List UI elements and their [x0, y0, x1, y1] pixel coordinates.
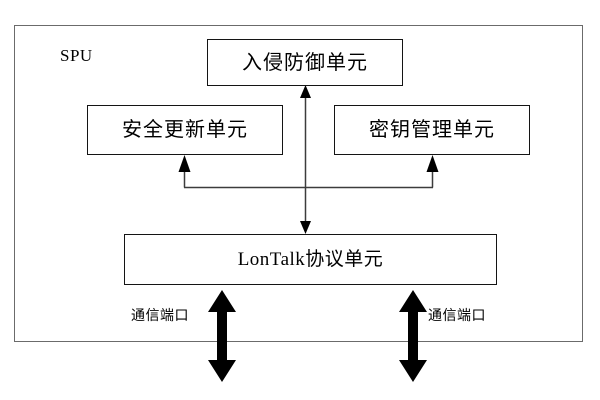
key-management-unit-box[interactable]: 密钥管理单元 [334, 105, 530, 155]
intrusion-prevention-unit-label: 入侵防御单元 [242, 51, 368, 74]
communication-port-right-label: 通信端口 [428, 309, 486, 324]
lontalk-protocol-unit-label: LonTalk协议单元 [237, 249, 384, 270]
lontalk-protocol-unit-box[interactable]: LonTalk协议单元 [124, 234, 497, 285]
security-update-unit-label: 安全更新单元 [122, 119, 248, 141]
spu-container-label: SPU [60, 46, 93, 65]
spu-container-frame [14, 25, 583, 342]
key-management-unit-label: 密钥管理单元 [369, 119, 495, 141]
intrusion-prevention-unit-box[interactable]: 入侵防御单元 [207, 39, 403, 86]
communication-port-left-label: 通信端口 [131, 309, 189, 324]
security-update-unit-box[interactable]: 安全更新单元 [87, 105, 283, 155]
